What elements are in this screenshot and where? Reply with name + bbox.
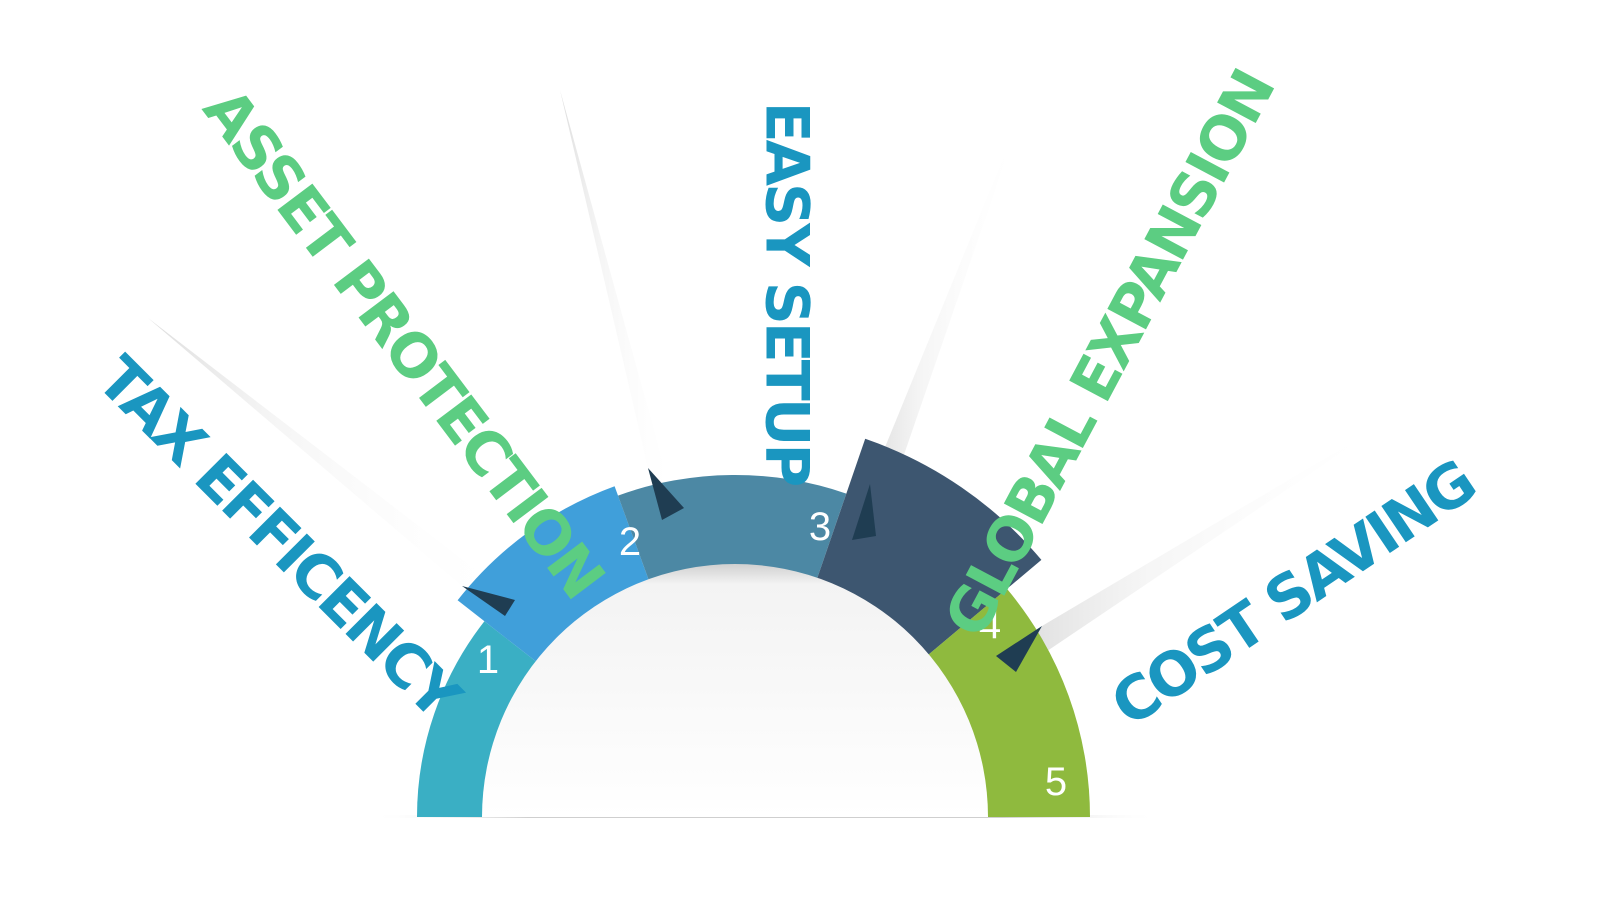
label-easy-setup: EASY SETUP (751, 102, 821, 486)
inner-half-disc (482, 564, 988, 817)
ray-shadow-1 (148, 318, 515, 600)
fold-flaps (462, 468, 1042, 672)
ray-shadows (148, 90, 1390, 672)
ray-shadow-4 (1016, 420, 1390, 672)
segment-number-1: 1 (477, 638, 499, 682)
label-global-expansion: GLOBAL EXPANSION (931, 60, 1288, 648)
segment-number-5: 5 (1045, 760, 1067, 804)
fold-flap-4 (996, 626, 1042, 672)
segment-number-2: 2 (619, 520, 641, 564)
ray-shadow-3 (870, 112, 1022, 536)
segment-numbers: 1 2 3 4 5 (477, 505, 1067, 804)
fold-flap-2 (648, 468, 684, 520)
fold-flap-3 (852, 484, 876, 540)
segment-number-3: 3 (809, 505, 831, 549)
label-cost-saving: COST SAVING (1099, 447, 1487, 740)
segment-number-4: 4 (979, 603, 1001, 647)
ray-shadow-2 (560, 90, 676, 510)
fold-flap-1 (462, 586, 515, 616)
